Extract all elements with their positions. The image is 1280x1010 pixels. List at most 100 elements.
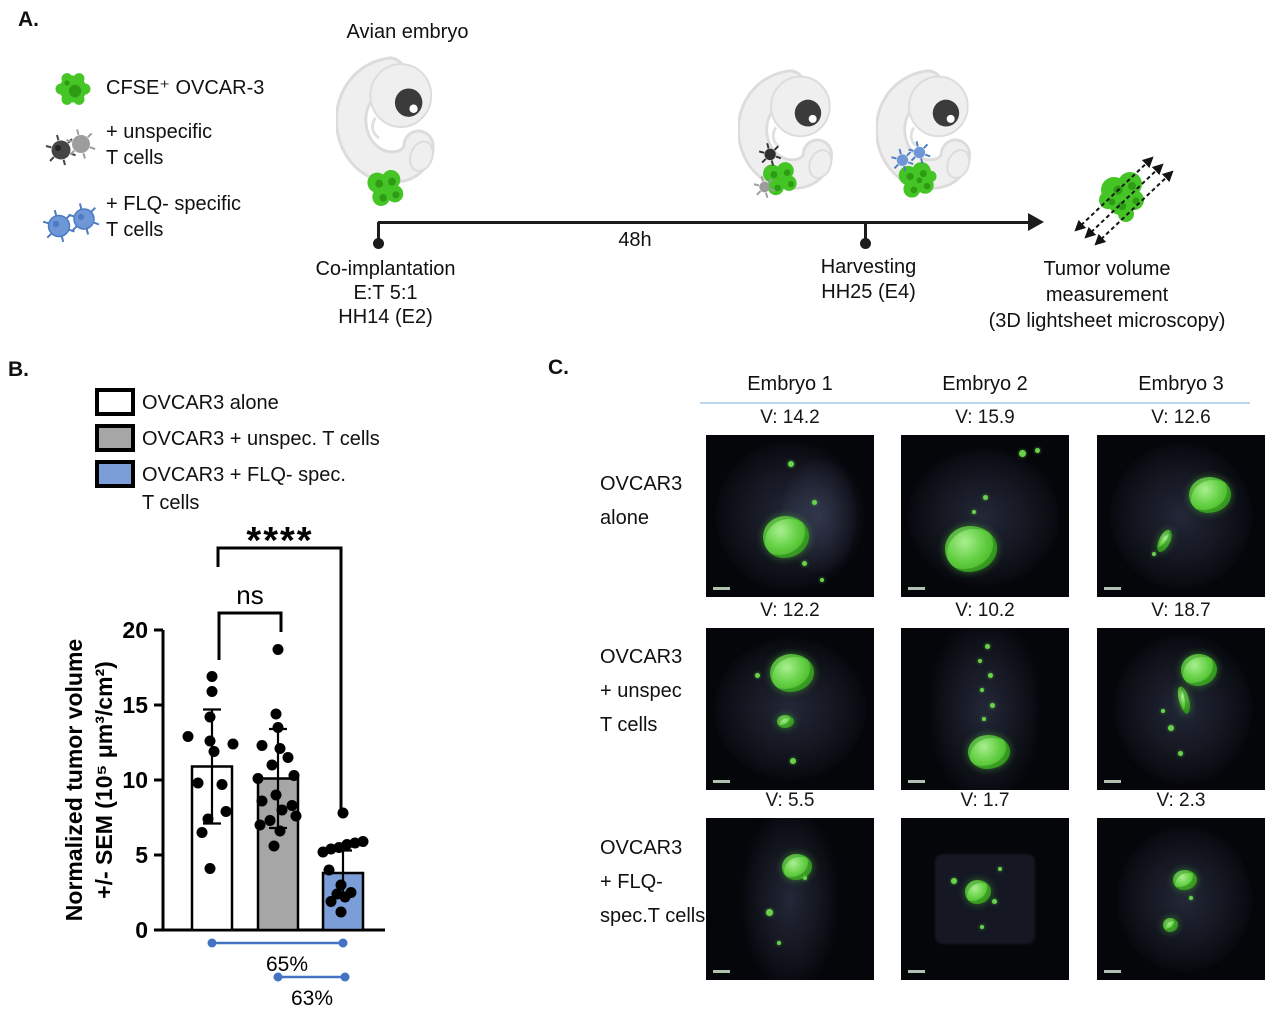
t-cell-spike xyxy=(766,143,770,149)
significance-bracket xyxy=(216,546,343,810)
tumor-satellite-dot xyxy=(990,702,996,708)
data-point xyxy=(317,846,329,858)
y-axis-title: Normalized tumor volume xyxy=(61,639,87,921)
row-label-ovcar3-alone: OVCAR3 alone xyxy=(600,467,710,535)
data-point xyxy=(272,722,284,733)
volume-caption: V: 12.6 xyxy=(1151,407,1211,428)
data-point xyxy=(220,806,232,817)
t-cell-spike xyxy=(90,206,97,213)
t-cell-spike xyxy=(769,188,775,192)
reduction-dot xyxy=(338,938,348,948)
row-label-line: OVCAR3 xyxy=(600,473,683,495)
legend-b-label-3b: T cells xyxy=(142,492,200,514)
t-cell-spike xyxy=(42,220,49,225)
tumor-blob xyxy=(781,853,812,880)
significance-label: **** xyxy=(246,520,313,562)
tumor-satellite-dot xyxy=(766,908,774,916)
ns-bracket xyxy=(217,611,283,660)
data-point xyxy=(206,671,218,682)
tumor-blob xyxy=(944,525,997,572)
volume-caption: V: 14.2 xyxy=(760,407,820,428)
column-header-embryo-3: Embryo 3 xyxy=(1138,373,1224,395)
microscopy-tile xyxy=(1097,628,1265,790)
t-cell-spike xyxy=(906,151,912,157)
data-point xyxy=(202,813,214,825)
microscopy-tile xyxy=(901,628,1069,790)
scale-bar xyxy=(713,780,730,783)
panel-c-label: C. xyxy=(548,356,569,379)
tumor-satellite-dot xyxy=(983,494,989,500)
reduction-dot xyxy=(207,938,217,948)
data-point xyxy=(335,879,347,891)
data-point xyxy=(264,815,276,826)
legend-a-label-2a: + unspecific xyxy=(106,121,213,143)
data-point xyxy=(325,896,337,907)
column-header-embryo-2: Embryo 2 xyxy=(942,373,1028,395)
legend-b-swatch-gray xyxy=(95,424,135,452)
timeline-tick-dot xyxy=(373,238,384,249)
legend-b-swatch-blue xyxy=(95,460,135,488)
data-point xyxy=(272,644,284,655)
reduction-percent-label: 65% xyxy=(266,953,308,976)
microscopy-tile xyxy=(901,818,1069,980)
gray-t-cells-icon xyxy=(45,129,96,166)
data-point xyxy=(256,740,268,751)
t-cell-spike xyxy=(93,221,100,226)
scale-bar xyxy=(908,587,925,590)
tumor-blob xyxy=(1162,918,1178,933)
t-cell-spike xyxy=(761,158,767,164)
volume-caption: V: 18.7 xyxy=(1151,600,1211,621)
t-cell-spike xyxy=(915,141,919,147)
y-tick-label: 15 xyxy=(122,692,148,718)
t-cell-spike xyxy=(773,145,779,151)
row-label-line: spec.T cells xyxy=(600,905,706,927)
t-cell-spike xyxy=(60,236,65,243)
tumor-satellite-dot xyxy=(988,673,994,679)
data-point xyxy=(252,773,264,784)
data-point xyxy=(282,752,294,763)
scale-bar xyxy=(908,970,925,973)
legend-b-label-3a: OVCAR3 + FLQ- spec. xyxy=(142,464,346,486)
tissue-wisp xyxy=(742,818,838,980)
tumor-satellite-dot xyxy=(788,460,795,467)
data-point xyxy=(288,770,300,781)
t-cell-spike xyxy=(908,148,914,152)
timeline-end-line1: Tumor volume xyxy=(1043,258,1171,280)
row-label-line: OVCAR3 xyxy=(600,837,683,859)
volume-caption: V: 15.9 xyxy=(955,407,1015,428)
microscopy-tile xyxy=(706,435,874,597)
t-cell-spike xyxy=(46,233,52,239)
tumor-satellite-dot xyxy=(801,561,807,567)
legend-b-label-1: OVCAR3 alone xyxy=(142,392,279,414)
row-label-line: OVCAR3 xyxy=(600,646,683,668)
tumor-satellite-dot xyxy=(1167,725,1174,732)
tumor-blob xyxy=(763,516,810,558)
data-point xyxy=(216,779,228,790)
data-point xyxy=(204,711,216,723)
panel-c: C. Embryo 1 Embryo 2 Embryo 3 OVCAR3 alo… xyxy=(545,355,1280,1010)
ns-label: ns xyxy=(236,580,263,610)
t-cell-spike xyxy=(903,165,907,172)
panel-a-label: A. xyxy=(18,8,39,31)
tumor-satellite-dot xyxy=(991,899,997,904)
t-cell-spike xyxy=(756,190,762,196)
row-label-line: + FLQ- xyxy=(600,871,663,893)
blue-t-cell xyxy=(896,154,909,166)
green-tumor-cell-icon xyxy=(55,73,91,105)
volume-caption: V: 12.2 xyxy=(760,600,820,621)
t-cell-spike xyxy=(753,183,760,187)
reduction-dot xyxy=(340,972,350,982)
t-cell-spike xyxy=(76,129,80,136)
volume-caption: V: 2.3 xyxy=(1156,790,1206,811)
reduction-percent-label: 63% xyxy=(291,987,333,1010)
t-cell-spike xyxy=(49,156,55,162)
scale-bar xyxy=(1104,587,1121,590)
timeline-tick-dot xyxy=(860,238,871,249)
tumor-blob xyxy=(1181,653,1217,686)
gray-t-cell xyxy=(764,148,776,161)
t-cell-spike xyxy=(924,153,931,158)
tumor-blob xyxy=(776,715,794,729)
data-point xyxy=(337,807,349,819)
row-label-flq: OVCAR3 + FLQ- spec.T cells xyxy=(600,831,710,933)
data-point xyxy=(204,863,216,874)
